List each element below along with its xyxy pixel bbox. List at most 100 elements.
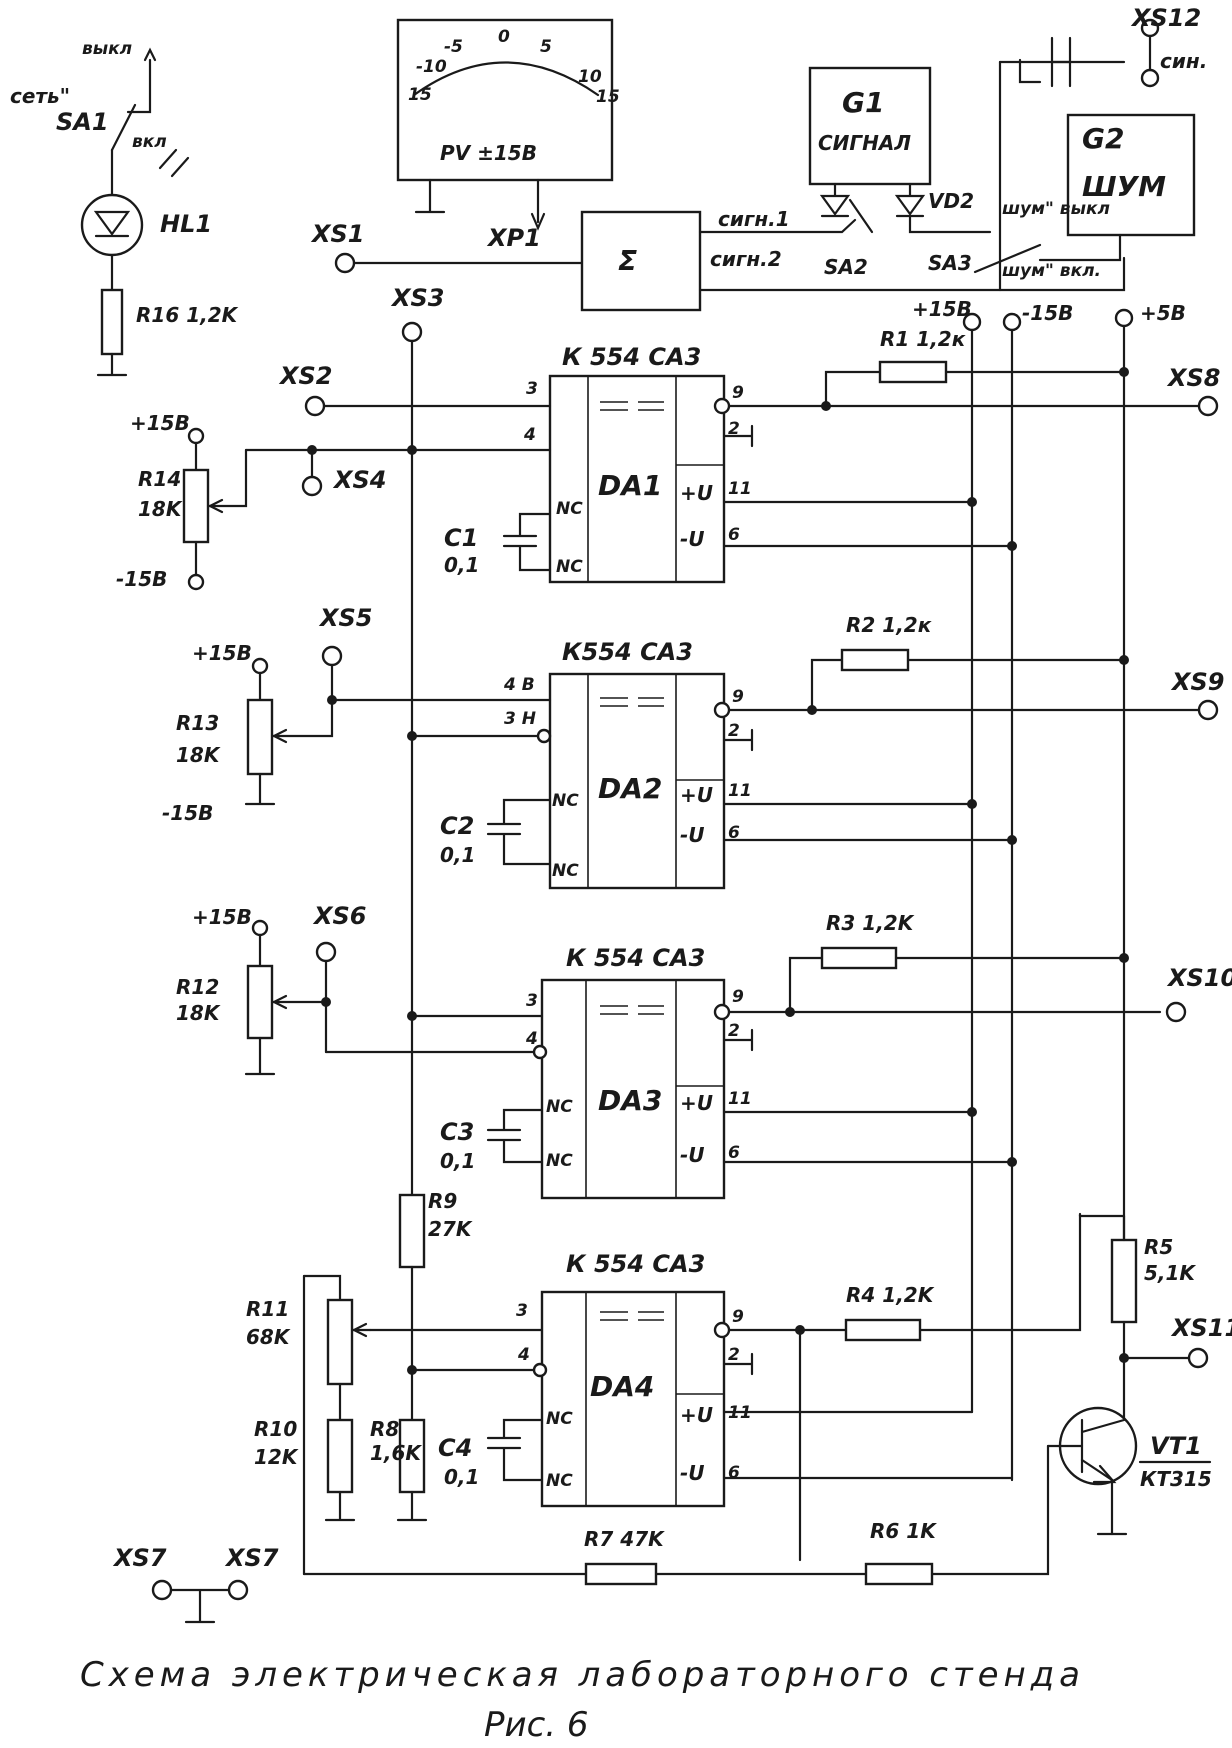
sa2-sig1-label: сигн.1 [718,207,790,231]
divider-r11-r10: R11 68K R10 12K R7 47K R6 1K [246,1274,1050,1586]
diode-vd2-label: VD2 [928,189,974,213]
da1-type: К 554 СА3 [562,343,701,371]
cap-c4-value: 0,1 [444,1465,479,1489]
jack-xs1[interactable] [334,252,356,274]
resistor-r10 [326,1418,354,1494]
da2-pin6: 6 [728,823,740,843]
generator-g2-name: G2 [1082,122,1124,155]
r12-top-terminal[interactable] [251,919,269,937]
r14-top-terminal[interactable] [187,427,205,445]
da1-pin9: 9 [732,383,744,403]
r14-plus-label: +15В [130,411,190,435]
r14-bottom-terminal[interactable] [187,573,205,591]
resistor-r13-label: R13 [176,711,219,735]
resistor-r4-label: R4 1,2K [846,1283,935,1307]
resistor-r13 [246,698,274,776]
jack-xs11[interactable] [1187,1347,1209,1369]
da3-pin9: 9 [732,987,744,1007]
cap-c2-value: 0,1 [440,843,475,867]
da1-vm: -U [680,527,705,551]
da2-body [548,672,726,890]
da4-name: DA4 [590,1370,654,1403]
da1-name: DA1 [598,469,662,502]
generator-g1 [808,66,932,186]
comparator-da2: К554 СА3 DA2 +U -U NC NC 4 В 3 Н 9 2 11 … [330,613,1225,890]
generator-g2 [1066,113,1196,237]
resistor-r14-value: 18K [138,497,183,521]
jack-xs10[interactable] [1165,1001,1187,1023]
da1-body [548,374,726,584]
da4-pin6: 6 [728,1463,740,1483]
resistor-r7 [584,1562,658,1586]
da1-pin6: 6 [728,525,740,545]
jack-xs2-label: XS2 [278,362,333,390]
resistor-r9-value: 27K [428,1217,473,1241]
da3-vm: -U [680,1143,705,1167]
jack-xs6[interactable] [315,941,337,963]
jack-xs4[interactable] [301,475,323,497]
meter-body [396,18,614,182]
r13-top-terminal[interactable] [251,657,269,675]
resistor-r8-value: 1,6K [370,1441,422,1465]
resistor-r10-label: R10 [254,1417,297,1441]
vt1-name: VT1 [1150,1432,1202,1460]
jack-xs7-left[interactable] [151,1579,173,1601]
vt1-type: КТ315 [1140,1467,1212,1491]
resistor-r12 [246,964,274,1040]
resistor-r1 [878,360,948,384]
rail-minus15-terminal[interactable] [1002,312,1022,332]
da1-pin3: 3 [526,379,538,399]
generator-g2-sub: ШУМ [1082,170,1166,203]
da2-type: К554 СА3 [562,638,693,666]
da2-name: DA2 [598,772,662,805]
da3-nc2: NC [546,1151,573,1171]
resistor-r8-label: R8 [370,1417,399,1441]
resistor-r6 [864,1562,934,1586]
jack-xs7-right-label: XS7 [224,1544,279,1572]
da3-vp: +U [680,1091,713,1115]
meter-scale-0: 0 [498,27,510,47]
da2-nc2: NC [552,861,579,881]
power-switch-name: сеть" [10,84,70,108]
summer-symbol: Σ [618,244,637,277]
summer-block [580,210,702,312]
da3-pin4: 4 [525,1029,538,1049]
jack-xs1-label: XS1 [310,220,365,248]
jack-xs12-ground[interactable] [1140,68,1160,88]
meter-scale-5: 5 [540,37,552,57]
cap-c3-value: 0,1 [440,1149,475,1173]
jack-xs8[interactable] [1197,395,1219,417]
da3-body [540,978,726,1200]
da4-vm: -U [680,1461,705,1485]
pot-r13: +15В XS5 R13 18K -15В [162,604,373,825]
sync-label: син. [1160,49,1207,73]
jack-xs3-label: XS3 [390,284,445,312]
da2-vp: +U [680,783,713,807]
da3-in-pin [532,1044,548,1060]
rail-plus5-terminal[interactable] [1114,308,1134,328]
da3-pin3: 3 [526,991,538,1011]
resistor-r11 [326,1298,354,1386]
jack-xs9[interactable] [1197,699,1219,721]
resistor-r3 [820,946,898,970]
da4-nc2: NC [546,1471,573,1491]
lamp-label: HL1 [160,210,212,238]
da4-in-pin [532,1362,548,1378]
resistor-r12-value: 18K [176,1001,221,1025]
da2-pin11: 11 [728,781,752,801]
sa2-label: SA2 [824,255,868,279]
meter-label: PV ±15В [440,141,537,165]
cap-c4-name: C4 [438,1434,472,1462]
jack-xs2[interactable] [304,395,326,417]
caption-figure: Рис. 6 [484,1705,589,1743]
resistor-r6-label: R6 1K [870,1519,937,1543]
da3-pin2: 2 [728,1021,740,1041]
jack-xs3[interactable] [401,321,423,343]
resistor-r4 [844,1318,922,1342]
cap-c1-name: C1 [444,524,478,552]
jack-xs9-label: XS9 [1170,668,1225,696]
jack-xs7-right[interactable] [227,1579,249,1601]
resistor-r16 [100,288,124,356]
jack-xs5[interactable] [321,645,343,667]
